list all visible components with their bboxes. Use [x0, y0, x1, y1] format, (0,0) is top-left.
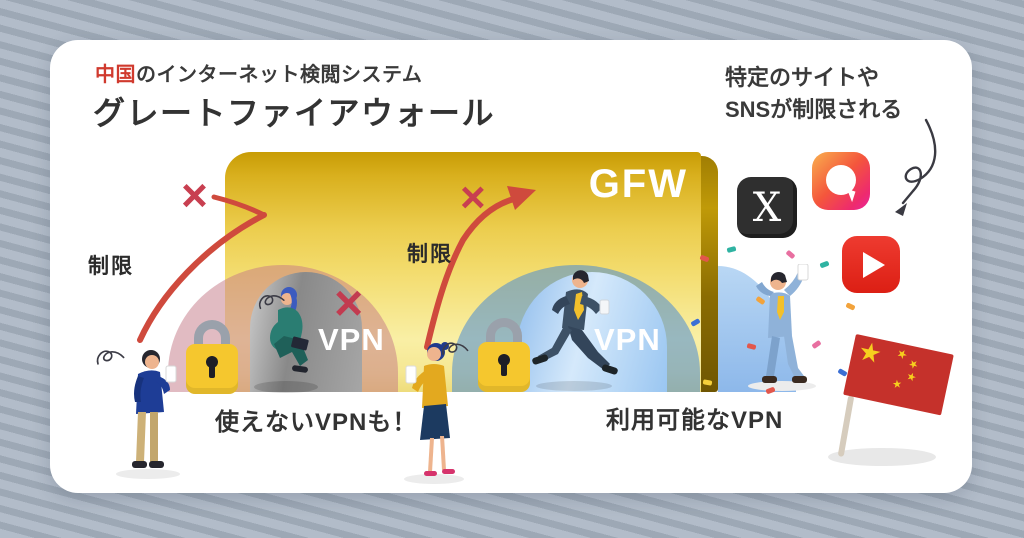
x-social-icon: X [737, 177, 797, 238]
blocked-cross-icon: × [334, 275, 364, 331]
restriction-label-middle: 制限 [407, 243, 453, 266]
subtitle-rest: のインターネット検閲システム [136, 64, 423, 86]
frustration-scribble-icon [442, 342, 469, 356]
flag-shadow [828, 448, 936, 466]
man-with-phone-illustration [116, 350, 180, 479]
allowed-tunnel-inner [517, 272, 667, 392]
celebrating-man-illustration [748, 264, 816, 391]
subtitle: 中国のインターネット検閲システム [95, 58, 422, 87]
woman-with-phone-illustration [404, 342, 464, 484]
x-social-glyph: X [752, 184, 782, 231]
blocked-caption: 使えないVPNも！ [215, 409, 418, 436]
flag-small-star-icon: ★ [891, 378, 903, 391]
allowed-caption: 利用可能なVPN [606, 407, 784, 434]
restriction-label-left: 制限 [88, 255, 134, 278]
callout-line1: 特定のサイトや [725, 65, 880, 90]
page-title: グレートファイアウォール [93, 95, 496, 131]
allowed-padlock-icon [478, 318, 530, 392]
frustration-scribble-icon [259, 295, 285, 310]
flag-large-star-icon: ★ [855, 335, 885, 370]
gfw-wall-edge [701, 156, 718, 392]
callout-line2: SNSが制限される [725, 97, 903, 122]
allowed-vpn-label: VPN [594, 322, 661, 357]
frustration-scribble-icon [96, 350, 125, 365]
cross-icon-left: × [181, 169, 208, 221]
cross-icon-middle: × [460, 173, 486, 222]
flag-small-star-icon: ★ [904, 370, 919, 385]
play-icon [863, 251, 885, 278]
kneeling-woman-illustration [254, 287, 318, 393]
keyhole-icon [498, 354, 510, 376]
chat-bubble-icon [826, 165, 856, 195]
gfw-label: GFW [588, 162, 688, 206]
keyhole-icon [206, 356, 218, 378]
subtitle-highlight: 中国 [95, 64, 136, 86]
youtube-icon [842, 236, 900, 293]
flag-small-star-icon: ★ [893, 345, 911, 363]
blocked-vpn-label: VPN [318, 322, 385, 357]
padlock-body [478, 342, 530, 392]
blocked-padlock-icon [186, 320, 238, 394]
running-man-illustration [532, 270, 618, 391]
padlock-body [186, 344, 238, 394]
chat-bubble-tail [843, 188, 856, 203]
chat-app-icon [812, 152, 870, 210]
callout-text: 特定のサイトや SNSが制限される [725, 62, 902, 126]
